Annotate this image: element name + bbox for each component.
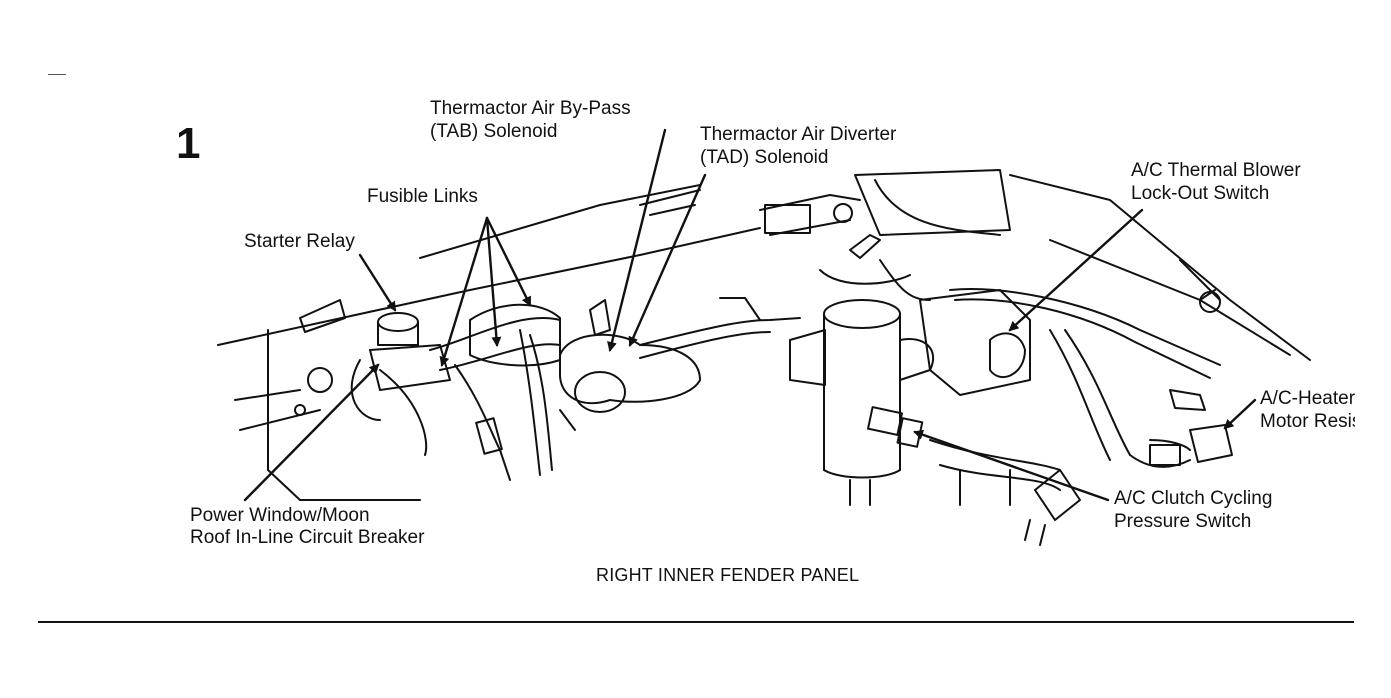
label-ac-heater-line1: A/C-Heater (1260, 388, 1355, 409)
leader-tab (607, 128, 667, 352)
label-fusible-links: Fusible Links (367, 186, 478, 207)
engine-compartment-drawing (217, 128, 1311, 546)
fender-inner-contour (234, 389, 321, 431)
diagram-area: Thermactor Air By-Pass (TAB) Solenoid Th… (190, 98, 1355, 585)
leader-fusible-1 (439, 216, 489, 367)
motor-resistor-shape (1129, 424, 1233, 468)
leader-power-window (243, 363, 380, 502)
label-ac-thermal-line1: A/C Thermal Blower (1131, 160, 1301, 181)
label-tad-line2: (TAD) Solenoid (700, 147, 829, 168)
label-power-window-line2: Roof In-Line Circuit Breaker (190, 527, 425, 548)
label-ac-clutch-line2: Pressure Switch (1114, 511, 1252, 532)
leader-tad (628, 173, 707, 347)
leader-starter-relay (358, 253, 397, 312)
label-tab-line2: (TAB) Solenoid (430, 121, 558, 142)
label-ac-heater-line2: Motor Resistor (1260, 411, 1355, 432)
corner-mark (48, 74, 66, 75)
leader-ac-heater (1223, 398, 1257, 430)
label-tab-line1: Thermactor Air By-Pass (430, 98, 631, 119)
leader-ac-clutch (913, 429, 1110, 502)
leader-fusible-2 (485, 216, 502, 347)
accumulator-shape (789, 299, 935, 479)
leader-ac-thermal (1008, 208, 1144, 332)
fender-bracket (299, 299, 346, 333)
figure-caption: RIGHT INNER FENDER PANEL (596, 565, 860, 585)
label-ac-thermal-line2: Lock-Out Switch (1131, 183, 1270, 204)
label-starter-relay: Starter Relay (244, 231, 355, 252)
label-ac-clutch-line1: A/C Clutch Cycling (1114, 488, 1273, 509)
label-power-window-line1: Power Window/Moon (190, 505, 370, 526)
label-tad-line1: Thermactor Air Diverter (700, 124, 897, 145)
leader-fusible-3 (485, 216, 532, 307)
starter-relay-shape (369, 312, 451, 391)
pressure-switch-shape (867, 406, 924, 448)
figure-number: 1 (176, 119, 201, 168)
bottom-rule (38, 621, 1354, 623)
solenoid-cluster-shape (559, 299, 701, 431)
fender-lip-lower (267, 329, 421, 501)
